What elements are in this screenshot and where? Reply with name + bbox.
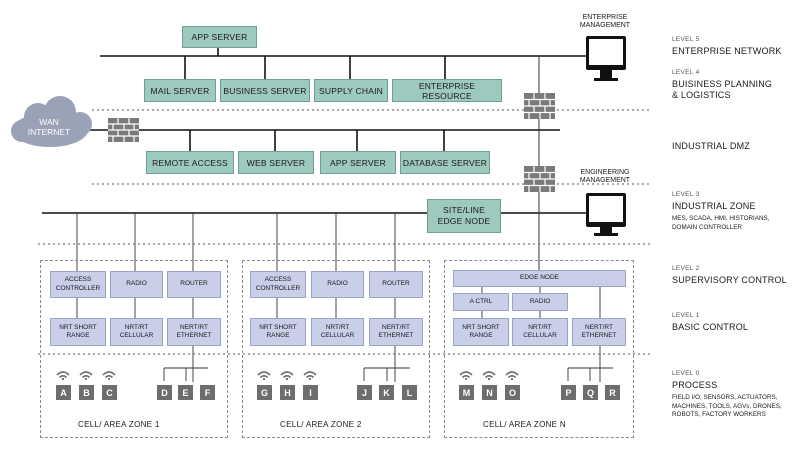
radio-box: RADIO bbox=[512, 293, 568, 311]
remote-access-box: REMOTE ACCESS bbox=[146, 151, 234, 174]
device-o: O bbox=[505, 385, 520, 400]
wifi-icon bbox=[257, 367, 271, 381]
device-d: D bbox=[157, 385, 172, 400]
router-box: ROUTER bbox=[167, 271, 221, 298]
wifi-icon bbox=[56, 367, 70, 381]
nert-ethernet-box: NERT/RT ETHERNET bbox=[369, 318, 423, 346]
device-k: K bbox=[379, 385, 394, 400]
level-4-name: BUISINESS PLANNING & LOGISTICS bbox=[672, 79, 773, 100]
router-box: ROUTER bbox=[369, 271, 423, 298]
firewall-icon bbox=[524, 93, 555, 119]
nrt-cellular-box: NRT/RT CELLULAR bbox=[110, 318, 163, 346]
enterprise-resource-box: ENTERPRISE RESOURCE bbox=[392, 79, 502, 102]
firewall-icon bbox=[108, 118, 139, 142]
nrt-cellular-box: NRT/RT CELLULAR bbox=[311, 318, 364, 346]
wifi-icon bbox=[303, 367, 317, 381]
monitor-icon bbox=[586, 193, 626, 236]
level-1-number: LEVEL 1 bbox=[672, 312, 700, 319]
dmz-app-server-box: APP SERVER bbox=[320, 151, 396, 174]
level-2-name: SUPERVISORY CONTROL bbox=[672, 275, 787, 285]
device-l: L bbox=[402, 385, 417, 400]
cloud-icon bbox=[11, 96, 92, 147]
access-controller-box: ACCESS CONTROLLER bbox=[50, 271, 106, 298]
device-p: P bbox=[561, 385, 576, 400]
supply-chain-box: SUPPLY CHAIN bbox=[314, 79, 388, 102]
level-0-number: LEVEL 0 bbox=[672, 370, 700, 377]
database-server-box: DATABASE SERVER bbox=[400, 151, 490, 174]
a-ctrl-box: A CTRL bbox=[453, 293, 509, 311]
zone-n-label: CELL/ AREA ZONE N bbox=[483, 420, 566, 429]
level-0-name: PROCESS bbox=[672, 380, 718, 390]
zone-1-label: CELL/ AREA ZONE 1 bbox=[78, 420, 160, 429]
cell-zone-2 bbox=[242, 260, 430, 438]
firewall-icon bbox=[524, 166, 555, 192]
enterprise-management-label: ENTERPRISE MANAGEMENT bbox=[579, 14, 631, 30]
nrt-cellular-box: NRT/RT CELLULAR bbox=[512, 318, 568, 346]
radio-box: RADIO bbox=[110, 271, 163, 298]
device-n: N bbox=[482, 385, 497, 400]
device-e: E bbox=[178, 385, 193, 400]
nrt-short-range-box: NRT SHORT RANGE bbox=[50, 318, 106, 346]
wan-internet-label: WAN INTERNET bbox=[27, 117, 71, 138]
wifi-icon bbox=[459, 367, 473, 381]
device-i: I bbox=[303, 385, 318, 400]
level-4-number: LEVEL 4 bbox=[672, 69, 700, 76]
device-m: M bbox=[459, 385, 474, 400]
device-g: G bbox=[257, 385, 272, 400]
device-a: A bbox=[56, 385, 71, 400]
level-3-desc: MES, SCADA, HMI, HISTORIANS, DOMAIN CONT… bbox=[672, 215, 770, 231]
device-q: Q bbox=[583, 385, 598, 400]
level-1-name: BASIC CONTROL bbox=[672, 322, 749, 332]
level-5-number: LEVEL 5 bbox=[672, 36, 700, 43]
device-r: R bbox=[605, 385, 620, 400]
mail-server-box: MAIL SERVER bbox=[144, 79, 216, 102]
level-5-name: ENTERPRISE NETWORK bbox=[672, 46, 782, 56]
level-3-name: INDUSTRIAL ZONE bbox=[672, 201, 756, 211]
wifi-icon bbox=[280, 367, 294, 381]
radio-box: RADIO bbox=[311, 271, 364, 298]
level-2-number: LEVEL 2 bbox=[672, 265, 700, 272]
wifi-icon bbox=[79, 367, 93, 381]
nert-ethernet-box: NERT/RT ETHERNET bbox=[572, 318, 626, 346]
site-edge-node-box: SITE/LINE EDGE NODE bbox=[427, 199, 501, 233]
wifi-icon bbox=[482, 367, 496, 381]
device-f: F bbox=[200, 385, 215, 400]
edge-node-box: EDGE NODE bbox=[453, 270, 626, 287]
nrt-short-range-box: NRT SHORT RANGE bbox=[250, 318, 306, 346]
access-controller-box: ACCESS CONTROLLER bbox=[250, 271, 306, 298]
device-h: H bbox=[280, 385, 295, 400]
level-3-number: LEVEL 3 bbox=[672, 191, 700, 198]
web-server-box: WEB SERVER bbox=[238, 151, 314, 174]
nrt-short-range-box: NRT SHORT RANGE bbox=[453, 318, 509, 346]
cell-zone-n bbox=[444, 260, 634, 438]
monitor-icon bbox=[586, 36, 626, 81]
level-0-desc: FIELD I/O, SENSORS, ACTUATORS, MACHINES,… bbox=[672, 394, 782, 418]
dmz-name: INDUSTRIAL DMZ bbox=[672, 141, 750, 151]
app-server-box: APP SERVER bbox=[182, 26, 257, 48]
device-j: J bbox=[357, 385, 372, 400]
engineering-management-label: ENGINEERING MANAGEMENT bbox=[579, 169, 631, 185]
wifi-icon bbox=[505, 367, 519, 381]
nert-ethernet-box: NERT/RT ETHERNET bbox=[167, 318, 221, 346]
wifi-icon bbox=[102, 367, 116, 381]
device-b: B bbox=[79, 385, 94, 400]
cell-zone-1 bbox=[40, 260, 228, 438]
device-c: C bbox=[102, 385, 117, 400]
business-server-box: BUSINESS SERVER bbox=[220, 79, 310, 102]
zone-2-label: CELL/ AREA ZONE 2 bbox=[280, 420, 362, 429]
